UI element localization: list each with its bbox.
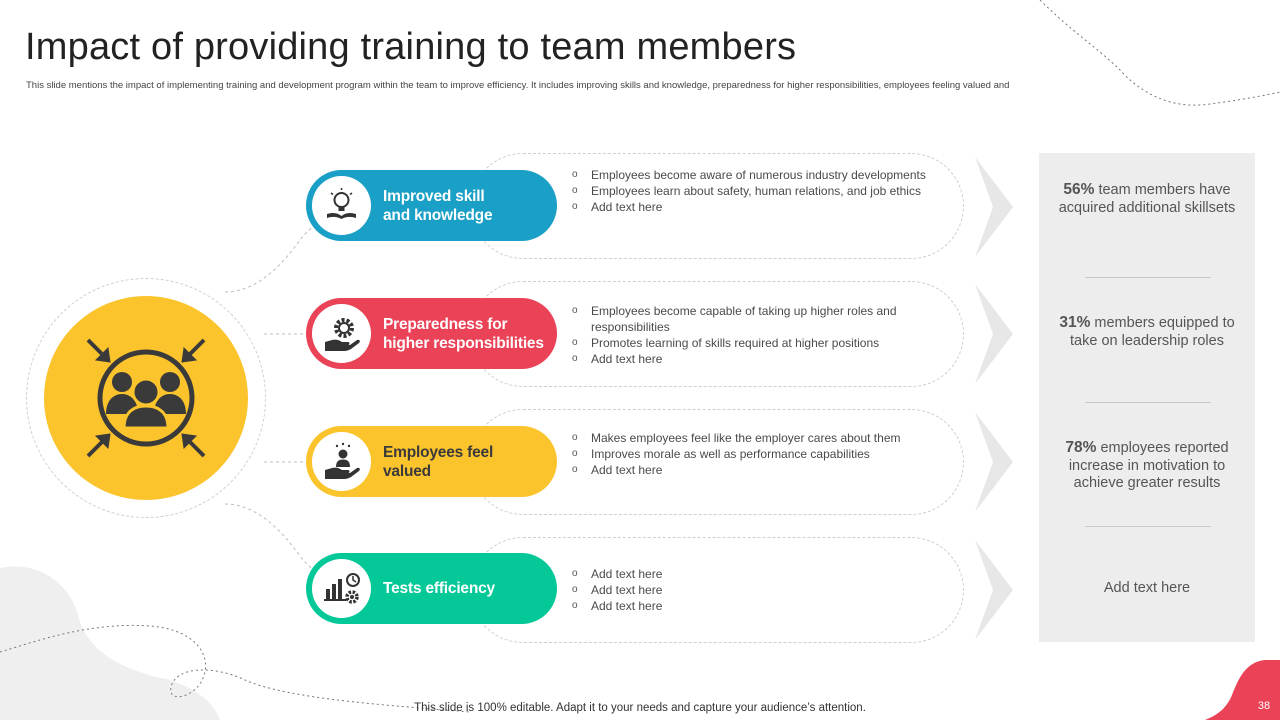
page-subtitle: This slide mentions the impact of implem… [26,80,1010,91]
page-number: 38 [1257,700,1271,712]
list-item: Add text here [572,598,932,614]
page-title: Impact of providing training to team mem… [25,26,797,68]
stat-text: team members have acquired additional sk… [1058,182,1236,216]
stat-text: Add text here [1103,580,1191,596]
list-item: Improves morale as well as performance c… [572,446,932,462]
pill-icon-circle [312,176,371,235]
bullet-list-1: Employees become aware of numerous indus… [572,167,932,215]
stat-text: employees reported increase in motivatio… [1068,440,1229,491]
pill-employees-valued: Employees feel valued [306,426,557,497]
list-item: Employees learn about safety, human rela… [572,183,932,199]
pill-label: Preparedness for higher responsibilities [383,315,544,352]
stat-text: members equipped to take on leadership r… [1070,315,1235,349]
person-hand-icon [325,442,360,479]
chevron-right-icon [975,157,1013,257]
pill-tests-efficiency: Tests efficiency [306,553,557,624]
list-item: Add text here [572,462,932,478]
stat-2: 31% members equipped to take on leadersh… [1055,314,1239,350]
stat-4: Add text here [1055,580,1239,598]
pill-label: Employees feel valued [383,443,494,480]
chevron-right-icon [975,284,1013,384]
stat-value: 78% [1065,439,1097,456]
divider [1085,526,1211,527]
stat-value: 56% [1063,181,1095,198]
stat-3: 78% employees reported increase in motiv… [1055,439,1239,493]
pill-label: Improved skill and knowledge [383,187,493,224]
chart-gear-clock-icon [324,573,360,604]
list-item: Add text here [572,566,932,582]
divider [1085,402,1211,403]
stat-1: 56% team members have acquired additiona… [1055,181,1239,217]
list-item: Promotes learning of skills required at … [572,335,932,351]
pill-improved-skill: Improved skill and knowledge [306,170,557,241]
list-item: Employees become capable of taking up hi… [572,303,932,335]
lightbulb-book-icon [327,188,356,219]
chevron-right-icon [975,412,1013,512]
list-item: Makes employees feel like the employer c… [572,430,932,446]
stats-panel [1039,153,1255,642]
pill-icon-circle [312,304,371,363]
divider [1085,277,1211,278]
list-item: Add text here [572,199,932,215]
chevron-right-icon [975,540,1013,640]
bullet-list-3: Makes employees feel like the employer c… [572,430,932,478]
gear-hand-icon [325,318,360,351]
pill-preparedness: Preparedness for higher responsibilities [306,298,557,369]
list-item: Add text here [572,582,932,598]
team-target-icon [86,338,206,458]
pill-icon-circle [312,559,371,618]
pill-label: Tests efficiency [383,580,495,597]
list-item: Add text here [572,351,932,367]
hub-circle [44,296,248,500]
bullet-list-4: Add text here Add text here Add text her… [572,566,932,614]
stat-value: 31% [1059,314,1091,331]
list-item: Employees become aware of numerous indus… [572,167,932,183]
bullet-list-2: Employees become capable of taking up hi… [572,303,932,367]
footer-note: This slide is 100% editable. Adapt it to… [414,702,866,714]
pill-icon-circle [312,432,371,491]
